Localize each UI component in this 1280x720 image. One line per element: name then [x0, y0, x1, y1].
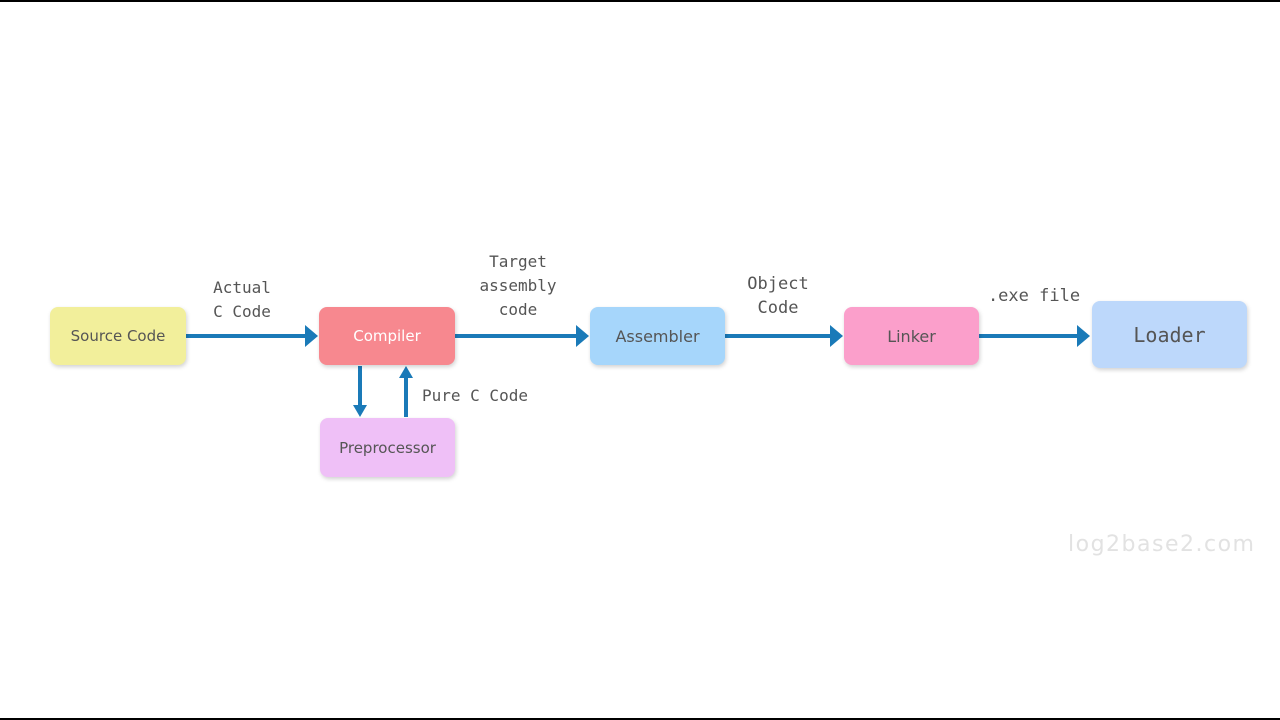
edge-label-line: code	[498, 300, 538, 319]
source-code-node: Source Code	[50, 307, 186, 365]
edge-label-line: Code	[757, 298, 799, 318]
edge-label-target-assembly-code: Target assembly code	[468, 250, 568, 322]
edge-label-pure-c-code: Pure C Code	[422, 386, 528, 405]
arrowhead-source-to-compiler	[305, 325, 318, 347]
edge-label-object-code: Object Code	[733, 272, 823, 320]
assembler-node: Assembler	[590, 307, 725, 365]
arrowhead-preprocessor-to-compiler	[399, 366, 413, 378]
compiler-node: Compiler	[319, 307, 455, 365]
arrowhead-compiler-to-assembler	[576, 325, 589, 347]
edge-label-exe-file: .exe file	[987, 286, 1081, 306]
loader-node: Loader	[1092, 301, 1247, 368]
watermark: log2base2.com	[1068, 532, 1256, 557]
edge-label-line: C Code	[213, 302, 271, 321]
edge-label-line: Object	[747, 274, 809, 294]
edge-label-actual-c-code: Actual C Code	[202, 276, 282, 324]
edge-label-line: Target	[489, 252, 547, 271]
preprocessor-node: Preprocessor	[320, 418, 455, 477]
arrowhead-assembler-to-linker	[830, 325, 843, 347]
edge-label-line: assembly	[479, 276, 557, 295]
arrowhead-linker-to-loader	[1077, 325, 1090, 347]
linker-node: Linker	[844, 307, 979, 365]
edge-label-line: Actual	[213, 278, 271, 297]
arrowhead-compiler-to-preprocessor	[353, 405, 367, 417]
